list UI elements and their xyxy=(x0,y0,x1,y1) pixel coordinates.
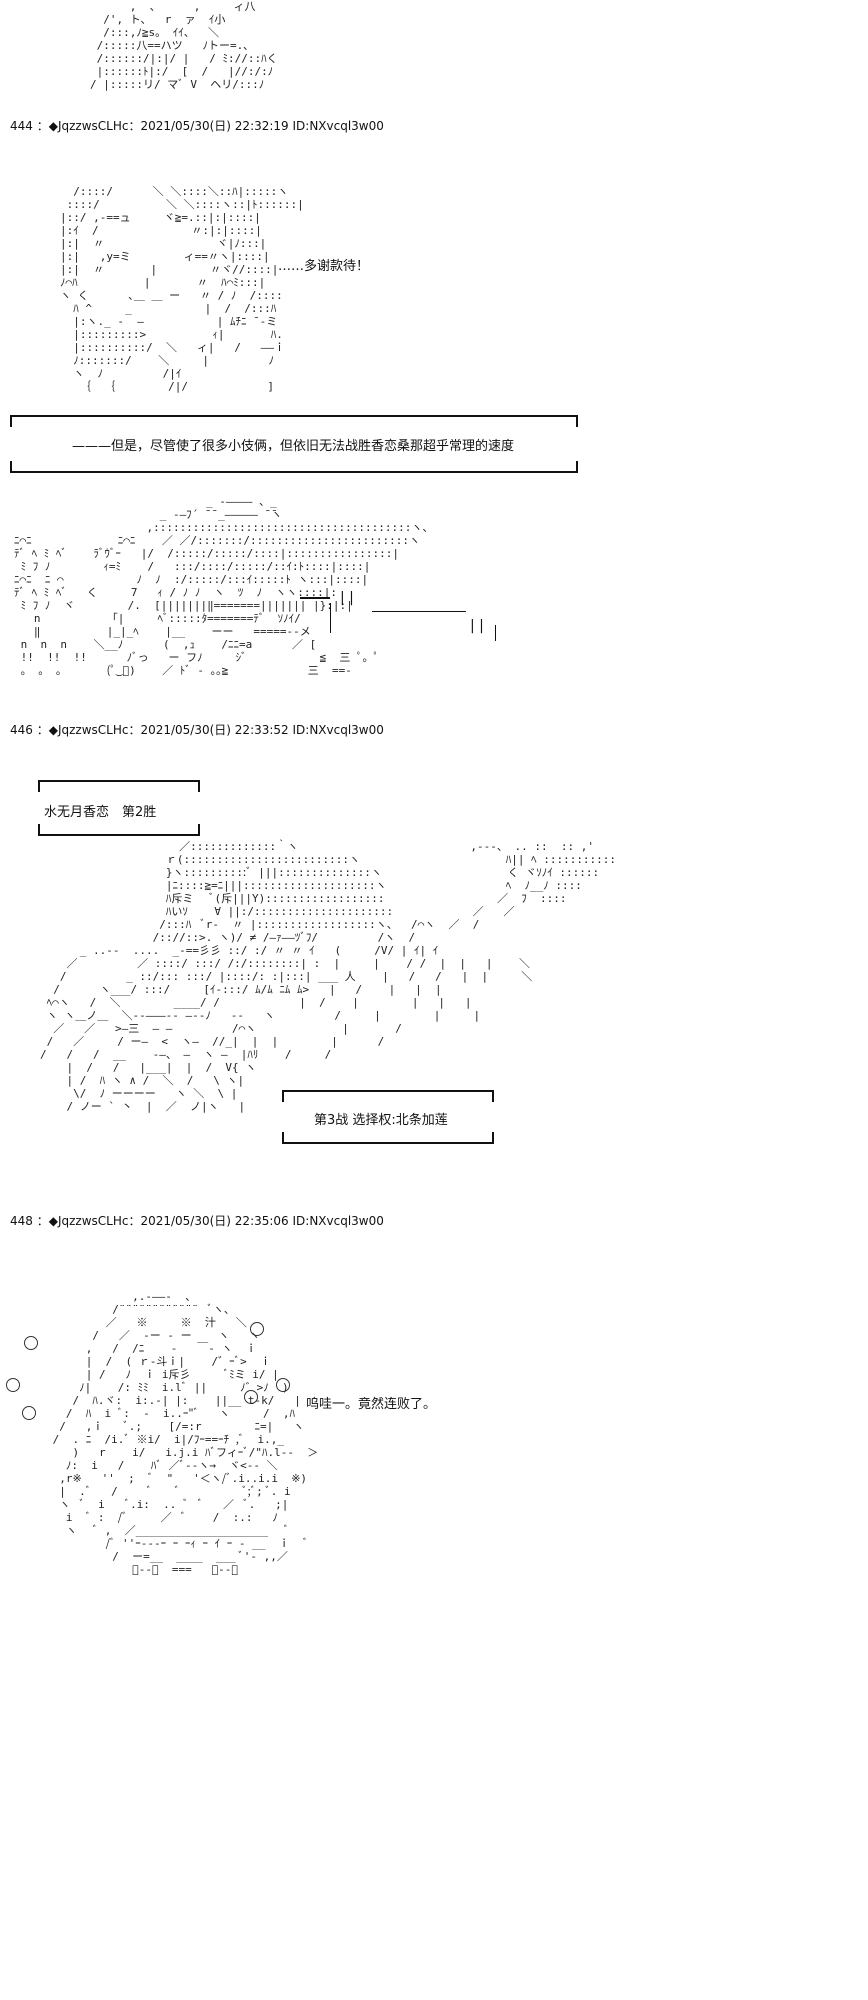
speech-text: 呜哇一。竟然连败了。 xyxy=(306,1397,437,1412)
post-header: 448 ：◆JqzzwsCLHc：2021/05/30(日) 22:35:06 … xyxy=(10,1214,384,1228)
speed-line xyxy=(495,625,496,641)
decor-circle xyxy=(276,1378,290,1392)
speed-line xyxy=(330,603,331,633)
ascii-art-top: , 、 , ィ八 /', ト、 r ァ ｲ小 /:::,ﾉ≧s。 ｲｲ、 ＼ /… xyxy=(90,0,278,91)
decor-circle xyxy=(250,1322,264,1336)
ascii-art-character: /::::/ ＼ ＼::::＼::ﾊ|:::::ヽ ::::/ ＼ ＼::::ヽ… xyxy=(60,185,304,393)
decor-circle xyxy=(24,1336,38,1350)
decor-circle xyxy=(244,1390,258,1404)
result-box: 水无月香恋 第2胜 xyxy=(38,780,200,836)
speed-line xyxy=(300,597,330,599)
ascii-art-guitar-scene: ／:::::::::::::｀ヽ ,---、 .. :: :: ,' ｒ(:::… xyxy=(40,840,617,1113)
ascii-art-scene: _ -―――― 、_ _ -―ﾌ´ ̄ ̄ _――――― ̄ ̄ヽ ,:::::… xyxy=(14,495,434,677)
post-header: 444 ：◆JqzzwsCLHc：2021/05/30(日) 22:32:19 … xyxy=(10,119,384,133)
post-header: 446 ：◆JqzzwsCLHc：2021/05/30(日) 22:33:52 … xyxy=(10,723,384,737)
narration-text: ———但是，尽管使了很多小伎俩，但依旧无法战胜香恋桑那超乎常理的速度 xyxy=(72,439,515,454)
decor-circle xyxy=(6,1378,20,1392)
speech-text: ……多谢款待！ xyxy=(278,259,370,274)
decor-circle xyxy=(22,1406,36,1420)
speed-mark: | | xyxy=(340,590,354,606)
battle-info-box: 第3战 选择权:北条加莲 xyxy=(282,1090,494,1144)
ascii-art-character-crying: ,.-――- 、 /¨¨¨¨¨¨¨¨¨¨¨¨ ﾞヽ、 ／ ※ ※ 汁 ＼ / ／… xyxy=(52,1290,319,1576)
speed-mark: | | xyxy=(470,618,484,634)
battle-info-text: 第3战 选择权:北条加莲 xyxy=(314,1113,448,1128)
narration-box: ———但是，尽管使了很多小伎俩，但依旧无法战胜香恋桑那超乎常理的速度 xyxy=(10,415,578,473)
result-text: 水无月香恋 第2胜 xyxy=(44,805,157,820)
speed-line xyxy=(372,611,466,612)
